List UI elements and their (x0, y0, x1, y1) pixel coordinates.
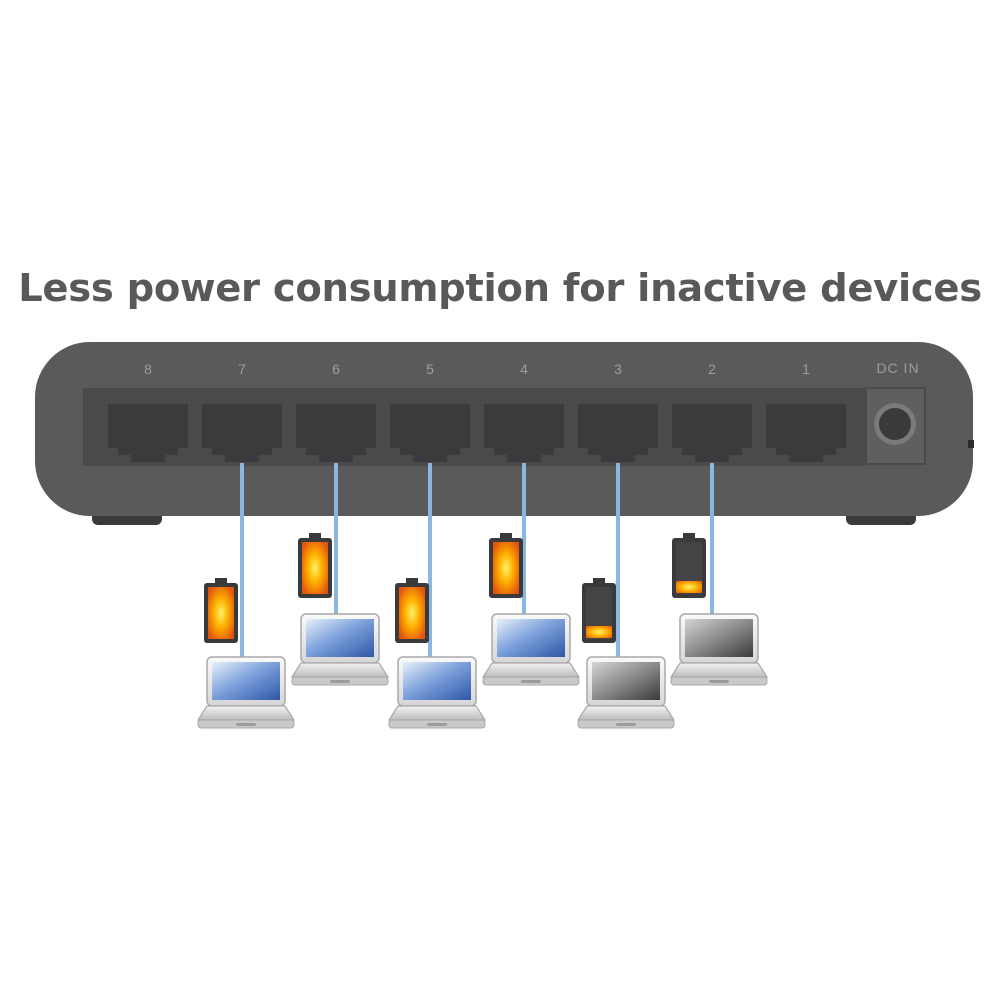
battery-charge-full (208, 587, 234, 639)
port-label-2: 2 (708, 361, 716, 377)
ethernet-port-3 (578, 404, 658, 462)
laptop-screen (212, 662, 280, 700)
ethernet-port-6 (296, 404, 376, 462)
device-port-5 (387, 578, 487, 729)
laptop-touchpad (330, 680, 350, 683)
laptop-screen (497, 619, 565, 657)
battery-charge-full (302, 542, 328, 594)
port-label-8: 8 (144, 361, 152, 377)
port-label-6: 6 (332, 361, 340, 377)
battery-charge-low (586, 626, 612, 638)
laptop-icon (387, 656, 487, 729)
port-label-3: 3 (614, 361, 622, 377)
device-port-7 (196, 578, 296, 729)
battery-terminal (500, 533, 512, 539)
laptop-keyboard (387, 705, 487, 721)
laptop-screen (685, 619, 753, 657)
device-port-3 (576, 578, 676, 729)
ethernet-port-2 (672, 404, 752, 462)
laptop-icon (481, 613, 581, 686)
ethernet-port-1 (766, 404, 846, 462)
battery-terminal (215, 578, 227, 584)
switch-side-notch (968, 440, 974, 448)
battery-charge-full (399, 587, 425, 639)
device-port-6 (290, 533, 390, 686)
laptop-screen (592, 662, 660, 700)
battery-terminal (593, 578, 605, 584)
laptop-keyboard (196, 705, 296, 721)
port-label-1: 1 (802, 361, 810, 377)
ethernet-port-8 (108, 404, 188, 462)
laptop-icon (196, 656, 296, 729)
port-label-7: 7 (238, 361, 246, 377)
ethernet-port-4 (484, 404, 564, 462)
laptop-keyboard (481, 662, 581, 678)
ethernet-port-7 (202, 404, 282, 462)
battery-charge-full (493, 542, 519, 594)
dc-in-label: DC IN (876, 360, 919, 376)
headline: Less power consumption for inactive devi… (18, 266, 982, 311)
laptop-touchpad (236, 723, 256, 726)
battery-terminal (406, 578, 418, 584)
laptop-touchpad (521, 680, 541, 683)
laptop-icon (669, 613, 769, 686)
laptop-touchpad (709, 680, 729, 683)
laptop-icon (290, 613, 390, 686)
laptop-touchpad (427, 723, 447, 726)
laptop-screen (306, 619, 374, 657)
port-label-5: 5 (426, 361, 434, 377)
device-port-4 (481, 533, 581, 686)
laptop-keyboard (669, 662, 769, 678)
laptop-keyboard (290, 662, 390, 678)
ethernet-port-5 (390, 404, 470, 462)
laptop-icon (576, 656, 676, 729)
laptop-keyboard (576, 705, 676, 721)
battery-terminal (683, 533, 695, 539)
port-label-4: 4 (520, 361, 528, 377)
battery-charge-low (676, 581, 702, 593)
laptop-screen (403, 662, 471, 700)
device-port-2 (669, 533, 769, 686)
battery-terminal (309, 533, 321, 539)
dc-in-jack (879, 408, 911, 440)
laptop-touchpad (616, 723, 636, 726)
